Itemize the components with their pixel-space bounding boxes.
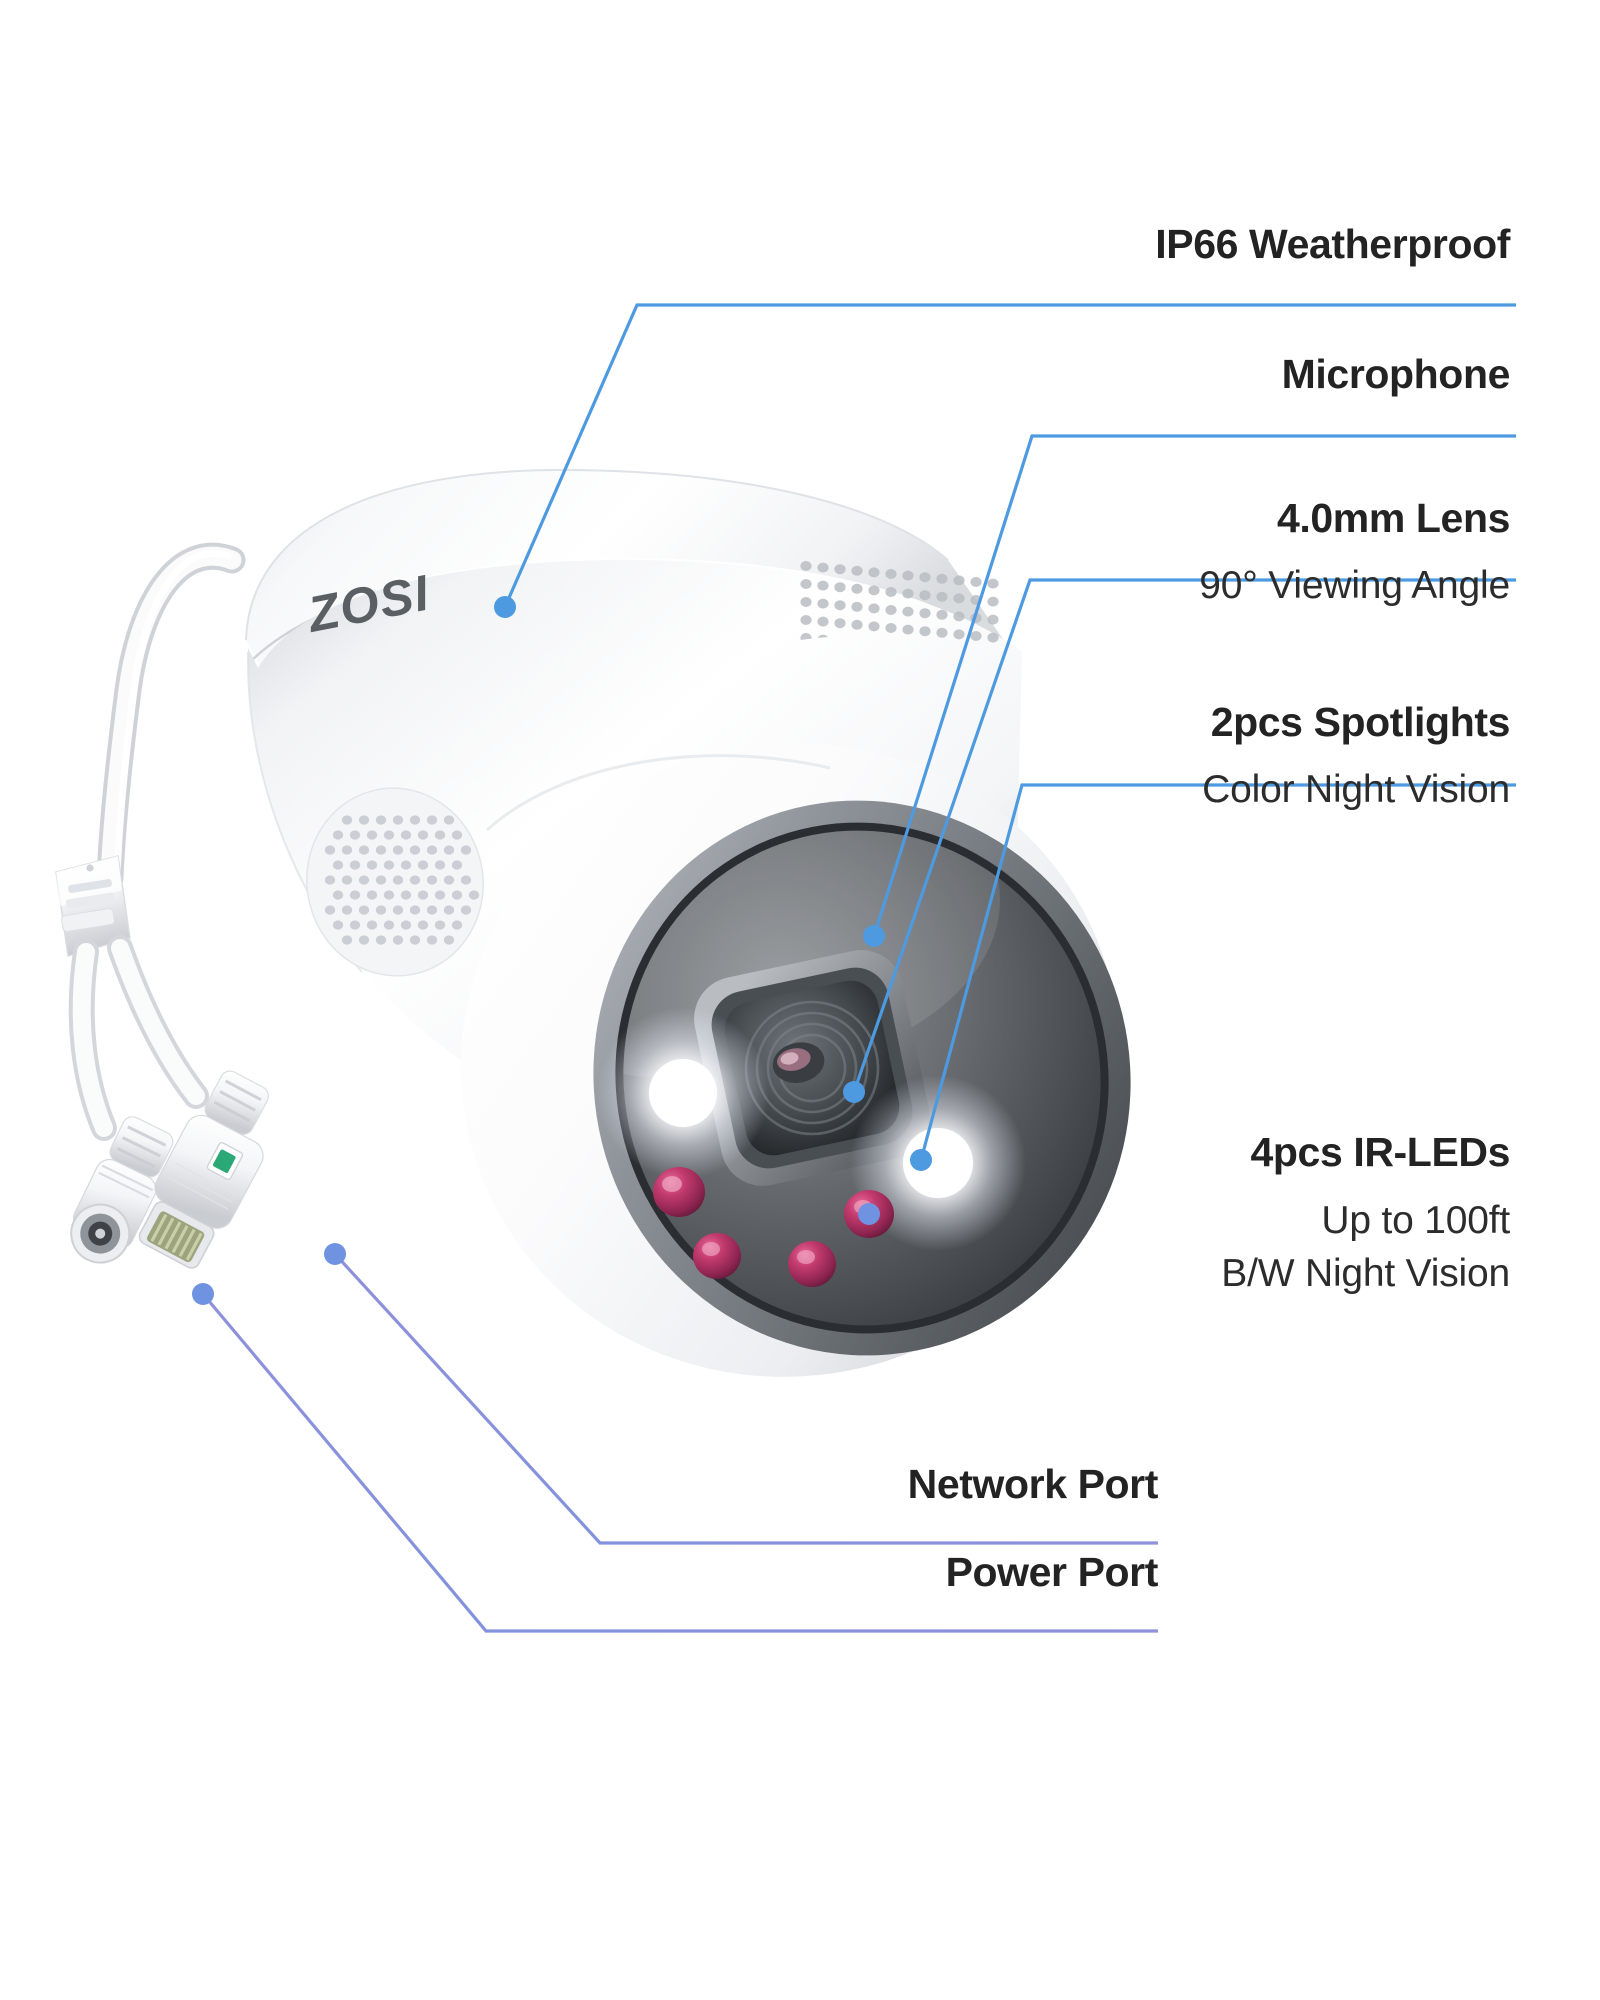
network-indicator (213, 1149, 236, 1173)
callout-irleds-subtitle-1: Up to 100ft (1321, 1198, 1510, 1242)
pigtail-cables (68, 935, 209, 1141)
callout-microphone-title: Microphone (1281, 351, 1511, 397)
rj45-connector (138, 1070, 269, 1269)
ir-led-1 (653, 1167, 705, 1217)
callout-lens-title: 4.0mm Lens (1277, 495, 1510, 541)
speaker-grille (306, 787, 484, 977)
callout-spotlights-subtitle: Color Night Vision (1202, 767, 1510, 811)
callout-irleds-subtitle-2: B/W Night Vision (1221, 1252, 1510, 1296)
callout-irleds-title: 4pcs IR-LEDs (1250, 1129, 1511, 1175)
callout-ip66-title: IP66 Weatherproof (1155, 221, 1510, 267)
diagram-stage: ZOSI (55, 221, 1516, 1633)
callout-spotlights-title: 2pcs Spotlights (1210, 699, 1511, 745)
callout-power-port-title: Power Port (945, 1549, 1159, 1595)
callout-network-port-title: Network Port (907, 1461, 1159, 1507)
callout-lens: 4.0mm Lens 90° Viewing Angle (1199, 495, 1510, 609)
callout-irleds: 4pcs IR-LEDs Up to 100ft B/W Night Visio… (1221, 1129, 1511, 1298)
mount-cable (96, 542, 246, 892)
spotlight-led-left (597, 1007, 769, 1179)
callout-lens-subtitle: 90° Viewing Angle (1199, 563, 1510, 607)
callout-network-port: Network Port (907, 1461, 1159, 1508)
barrel-connector (70, 1116, 174, 1264)
cable-splitter-box (55, 855, 131, 957)
callout-microphone: Microphone (1281, 351, 1511, 398)
callout-power-port: Power Port (945, 1549, 1159, 1596)
callout-ip66: IP66 Weatherproof (1155, 221, 1510, 268)
callout-spotlights: 2pcs Spotlights Color Night Vision (1202, 699, 1511, 813)
